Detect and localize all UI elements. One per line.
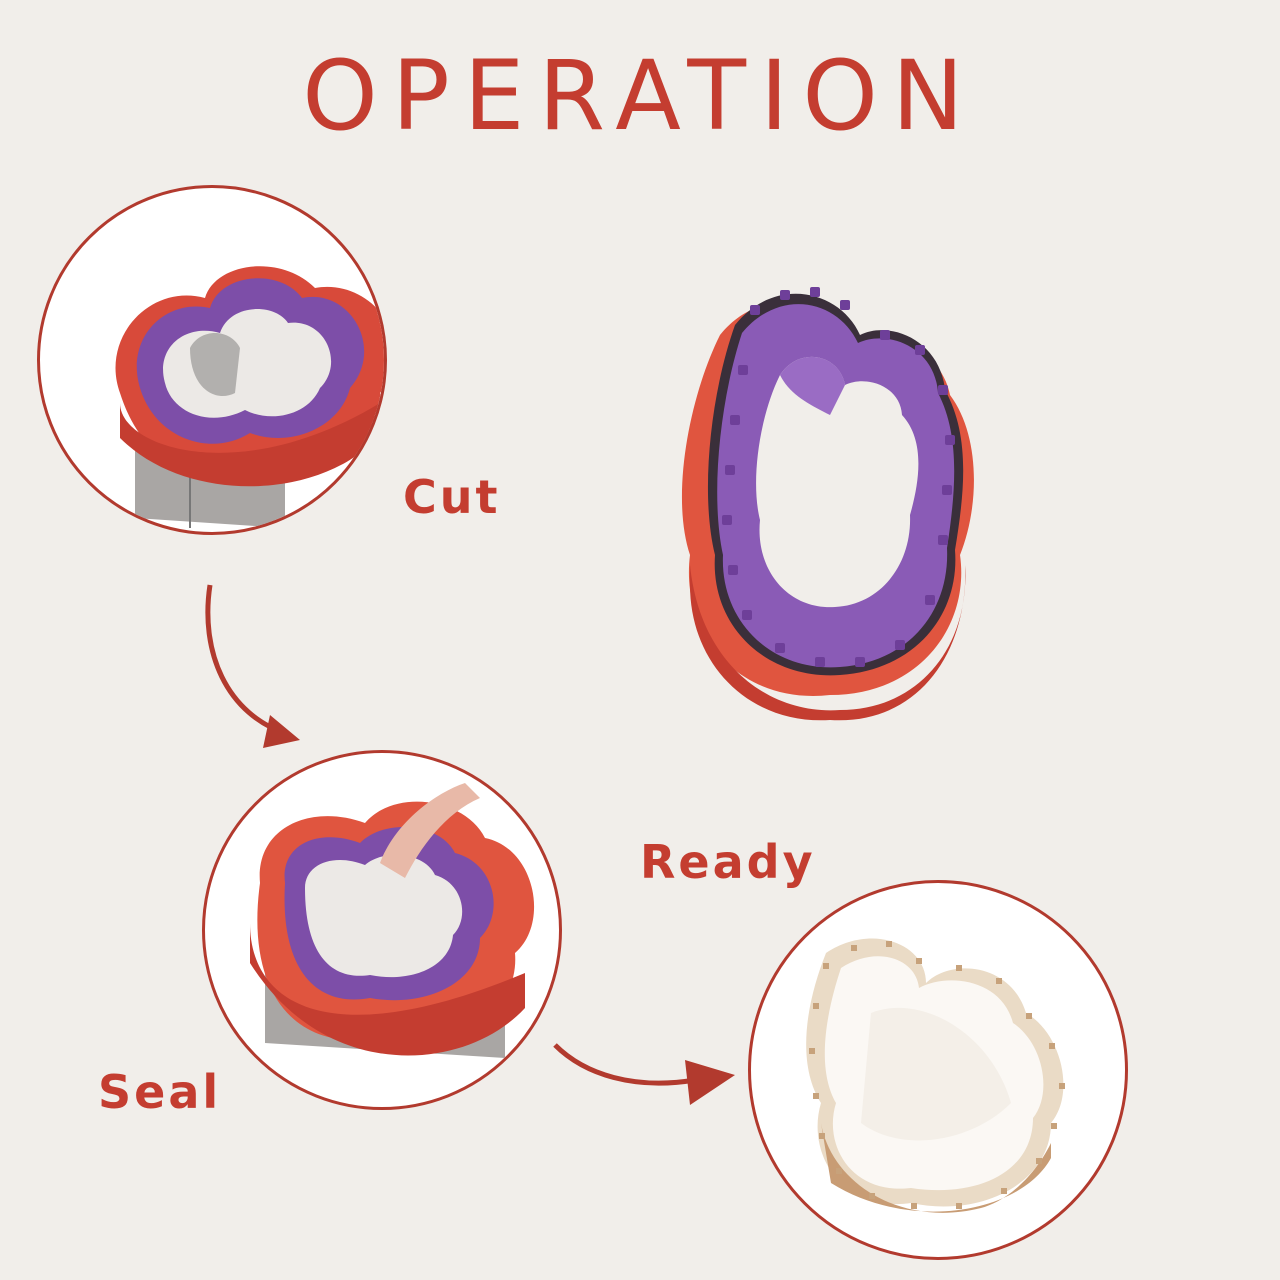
- ready-step-circle: [748, 880, 1128, 1260]
- cut-step-circle: [37, 185, 387, 535]
- curved-arrow-icon: [545, 1035, 745, 1135]
- sandwich-image: [806, 938, 1065, 1213]
- seal-step-circle: [202, 750, 562, 1110]
- curved-arrow-icon: [195, 580, 315, 760]
- cutter-seal-image: [250, 783, 535, 1058]
- cutter-top-view-image: [680, 265, 980, 735]
- cut-label: Cut: [403, 470, 501, 524]
- ready-label: Ready: [640, 835, 816, 889]
- cutter-cut-image: [115, 266, 384, 528]
- page-title: OPERATION: [302, 40, 978, 152]
- seal-label: Seal: [98, 1065, 222, 1119]
